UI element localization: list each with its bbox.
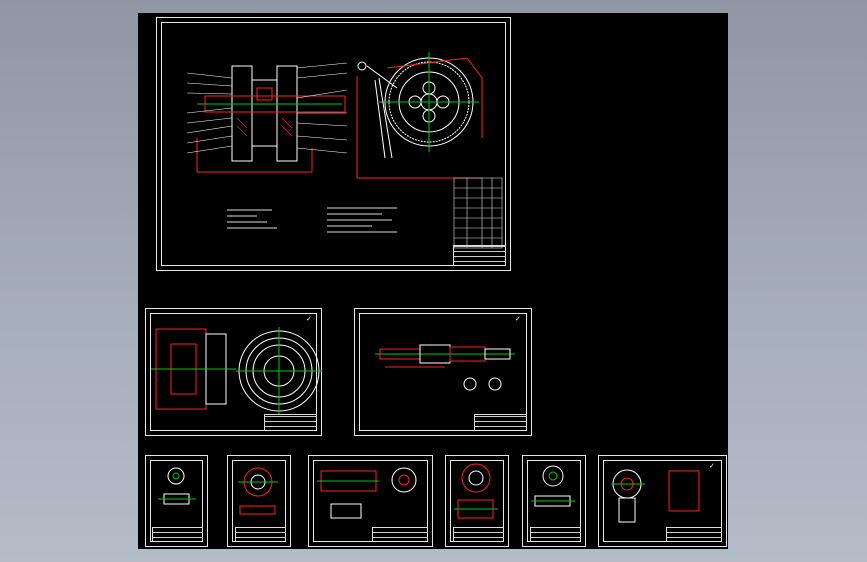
- title-block: [474, 414, 527, 431]
- title-block: [372, 527, 428, 542]
- part-2-geometry: [238, 467, 278, 515]
- part-drawing-3-sheet[interactable]: [308, 455, 433, 547]
- assembly-drawing-geometry: [186, 52, 503, 249]
- drawing-frame: [161, 22, 506, 266]
- part-1-geometry: [158, 467, 196, 505]
- assembly-drawing-sheet[interactable]: [156, 17, 511, 271]
- title-block: [235, 527, 286, 542]
- part-drawing-shaft-sheet[interactable]: ✓: [354, 308, 532, 436]
- drawing-frame: [313, 460, 428, 542]
- drawing-frame: [603, 460, 722, 542]
- part-drawing-6-sheet[interactable]: ✓: [598, 455, 727, 547]
- title-block: [152, 527, 203, 542]
- title-block: [453, 245, 506, 266]
- part-drawing-5-sheet[interactable]: [522, 455, 586, 547]
- part-5-geometry: [531, 465, 575, 507]
- svg-text:✓: ✓: [515, 315, 521, 323]
- title-block: [530, 527, 581, 542]
- part-3-geometry: [317, 467, 417, 519]
- part-drawing-2-sheet[interactable]: [227, 455, 291, 547]
- part-4-geometry: [454, 463, 498, 519]
- part-drawing-4-sheet[interactable]: [445, 455, 509, 547]
- part-drawing-housing-sheet[interactable]: ✓: [145, 308, 322, 436]
- title-block: [264, 414, 317, 431]
- title-block: [666, 527, 722, 542]
- svg-text:✓: ✓: [709, 462, 715, 470]
- cad-model-space[interactable]: ✓ ✓: [138, 13, 728, 549]
- title-block: [453, 527, 504, 542]
- part-6-geometry: ✓: [611, 462, 715, 523]
- drawing-frame: [359, 313, 527, 431]
- shaft-geometry: ✓: [375, 315, 521, 391]
- drawing-frame: [150, 313, 317, 431]
- housing-geometry: ✓: [151, 315, 322, 415]
- gear-front-view: [356, 52, 483, 179]
- sectional-view: [186, 62, 348, 173]
- part-drawing-1-sheet[interactable]: [145, 455, 208, 547]
- parts-list: [453, 177, 503, 249]
- technical-notes: [227, 207, 397, 233]
- svg-text:✓: ✓: [306, 315, 312, 323]
